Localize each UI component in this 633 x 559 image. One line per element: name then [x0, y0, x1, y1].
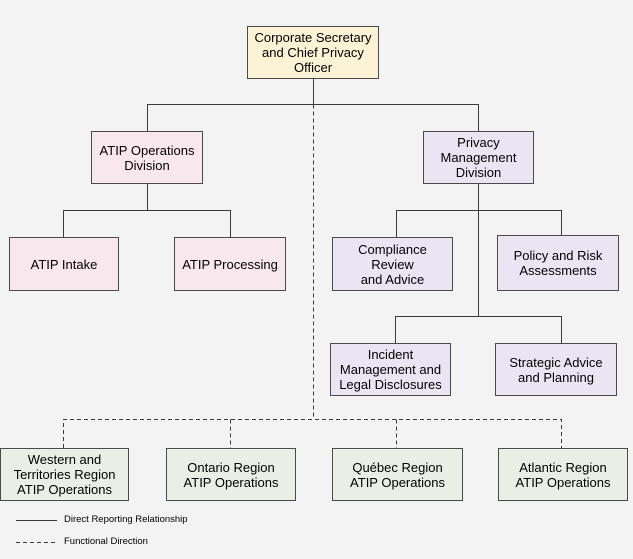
- node-atip-intake: ATIP Intake: [9, 237, 119, 291]
- legend-functional-direction: Functional Direction: [64, 536, 148, 547]
- node-strategic-advice: Strategic Advice and Planning: [495, 343, 617, 396]
- line-functional-branch: [63, 419, 562, 448]
- node-ontario-region: Ontario Region ATIP Operations: [166, 448, 296, 501]
- node-compliance-review: Compliance Review and Advice: [332, 237, 453, 291]
- line-ceo-atip-ops: [147, 78, 314, 131]
- node-policy-risk: Policy and Risk Assessments: [497, 235, 619, 291]
- line-atipops-processing: [147, 210, 231, 237]
- node-western-region: Western and Territories Region ATIP Oper…: [0, 448, 129, 501]
- line-privacy-bottom-children: [395, 316, 562, 343]
- line-ceo-privacy: [313, 104, 479, 131]
- line-atipops-intake: [63, 184, 148, 237]
- line-privacy-top-children: [396, 210, 562, 237]
- node-incident-management: Incident Management and Legal Disclosure…: [330, 343, 451, 396]
- node-corporate-secretary: Corporate Secretary and Chief Privacy Of…: [247, 26, 379, 79]
- legend-direct-reporting: Direct Reporting Relationship: [64, 514, 188, 525]
- node-quebec-region: Québec Region ATIP Operations: [332, 448, 463, 501]
- node-atlantic-region: Atlantic Region ATIP Operations: [498, 448, 628, 501]
- node-atip-processing: ATIP Processing: [174, 237, 286, 291]
- node-privacy-management-division: Privacy Management Division: [423, 131, 534, 184]
- node-atip-operations-division: ATIP Operations Division: [91, 131, 203, 184]
